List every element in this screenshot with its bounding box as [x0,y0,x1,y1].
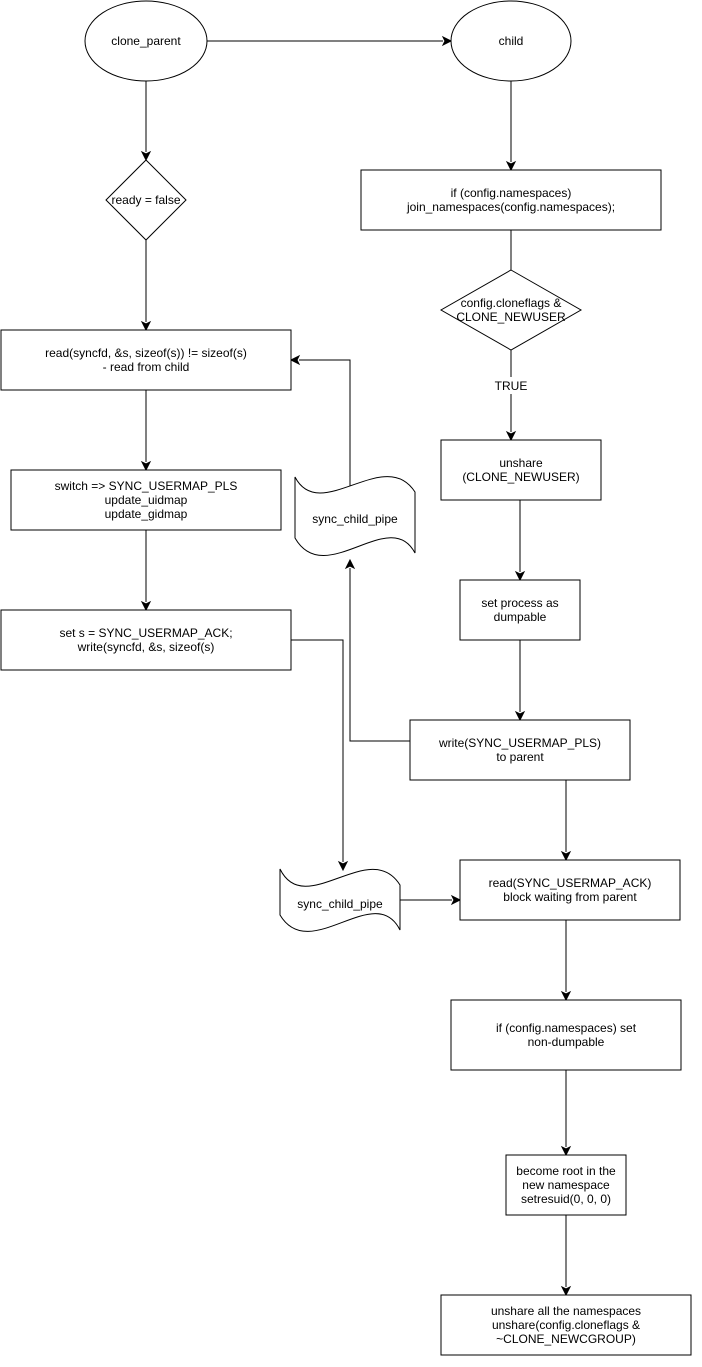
arrowheads [140,35,572,1297]
node-read-ack: read(SYNC_USERMAP_ACK)block waiting from… [459,859,681,921]
node-unshare-newuser: unshare(CLONE_NEWUSER) [440,439,602,501]
node-label-line: unshare [499,456,543,470]
node-read-from-child: read(syncfd, &s, sizeof(s)) != sizeof(s)… [0,329,292,391]
arrowhead-read [140,320,152,332]
arrowhead-read-ack-left [450,894,462,906]
node-label-line: non-dumpable [528,1035,605,1049]
arrowhead-child [441,35,453,47]
node-sync-child-pipe-top: sync_child_pipe [294,476,416,556]
node-label-line: unshare(config.cloneflags & [492,1318,640,1332]
node-write-pls: write(SYNC_USERMAP_PLS)to parent [409,719,631,781]
node-label: write(SYNC_USERMAP_PLS)to parent [438,736,601,764]
arrowhead-read-ack [560,850,572,862]
arrowhead-unshare [505,430,517,442]
node-label-line: to parent [496,750,544,764]
node-label-line: write(syncfd, &s, sizeof(s) [77,640,215,654]
node-label: sync_child_pipe [312,512,398,526]
node-newuser-decision: config.cloneflags &CLONE_NEWUSER [439,269,583,351]
node-label-line: clone_parent [111,34,181,48]
node-label-line: update_gidmap [105,507,188,521]
edge-label-true-text: TRUE [495,379,528,393]
node-label-line: become root in the [516,1164,616,1178]
node-label-line: ready = false [111,193,180,207]
node-label-line: config.cloneflags & [461,296,562,310]
node-child: child [450,0,572,82]
node-label: ready = false [111,193,180,207]
node-label-line: sync_child_pipe [312,512,398,526]
node-label-line: join_namespaces(config.namespaces); [406,200,615,214]
node-label-line: if (config.namespaces) set [496,1021,637,1035]
node-label: config.cloneflags &CLONE_NEWUSER [456,296,566,324]
node-clone-parent: clone_parent [84,0,208,82]
node-label-line: read(syncfd, &s, sizeof(s)) != sizeof(s) [45,346,247,360]
node-label-line: (CLONE_NEWUSER) [462,470,579,484]
arrowhead-pipe-top [344,558,356,570]
node-label-line: setresuid(0, 0, 0) [521,1192,611,1206]
node-label-line: - read from child [103,360,190,374]
node-ready-decision: ready = false [105,159,187,241]
node-label-line: dumpable [494,610,547,624]
edge-write-pls-to-pipe-top [349,568,410,742]
arrowhead-write-pls [514,710,526,722]
edge-label-true: TRUE [494,377,528,394]
node-sync-child-pipe-bottom: sync_child_pipe [279,868,401,932]
node-label-line: set s = SYNC_USERMAP_ACK; [59,626,232,640]
edge-pipe-top-to-read [299,359,351,492]
arrowhead-switch [140,460,152,472]
node-label: clone_parent [111,34,181,48]
arrowhead-join [505,160,517,172]
node-label-line: if (config.namespaces) [451,186,572,200]
node-label-line: switch => SYNC_USERMAP_PLS [55,479,238,493]
node-label: unshare(CLONE_NEWUSER) [462,456,579,484]
node-label-line: write(SYNC_USERMAP_PLS) [438,736,601,750]
node-label-line: new namespace [522,1178,610,1192]
node-label-line: child [499,34,524,48]
arrowhead-non-dumpable [560,990,572,1002]
edges [145,40,567,1287]
node-label: child [499,34,524,48]
node-label-line: set process as [481,596,558,610]
arrowhead-pipe-bottom [337,860,349,872]
node-label-line: CLONE_NEWUSER [456,310,566,324]
node-label: if (config.namespaces)join_namespaces(co… [406,186,615,214]
node-label: set s = SYNC_USERMAP_ACK;write(syncfd, &… [59,626,232,654]
node-label: read(SYNC_USERMAP_ACK)block waiting from… [489,876,652,904]
node-label: sync_child_pipe [297,897,383,911]
node-label-line: sync_child_pipe [297,897,383,911]
node-label-line: ~CLONE_NEWCGROUP) [496,1332,636,1346]
node-label: read(syncfd, &s, sizeof(s)) != sizeof(s)… [45,346,247,374]
arrowhead-dumpable [514,570,526,582]
edge-set-ack-to-pipe-bottom [291,639,344,862]
arrowhead-read-right [289,354,301,366]
arrowhead-unshare-all [560,1285,572,1297]
node-label-line: unshare all the namespaces [491,1304,641,1318]
arrowhead-set-ack [140,600,152,612]
arrowhead-become-root [560,1145,572,1157]
node-label-line: block waiting from parent [503,890,637,904]
node-join-namespaces: if (config.namespaces)join_namespaces(co… [360,169,662,231]
arrowhead-ready [140,150,152,162]
node-label-line: update_uidmap [105,493,188,507]
node-set-ack: set s = SYNC_USERMAP_ACK;write(syncfd, &… [0,609,292,671]
node-label-line: read(SYNC_USERMAP_ACK) [489,876,652,890]
